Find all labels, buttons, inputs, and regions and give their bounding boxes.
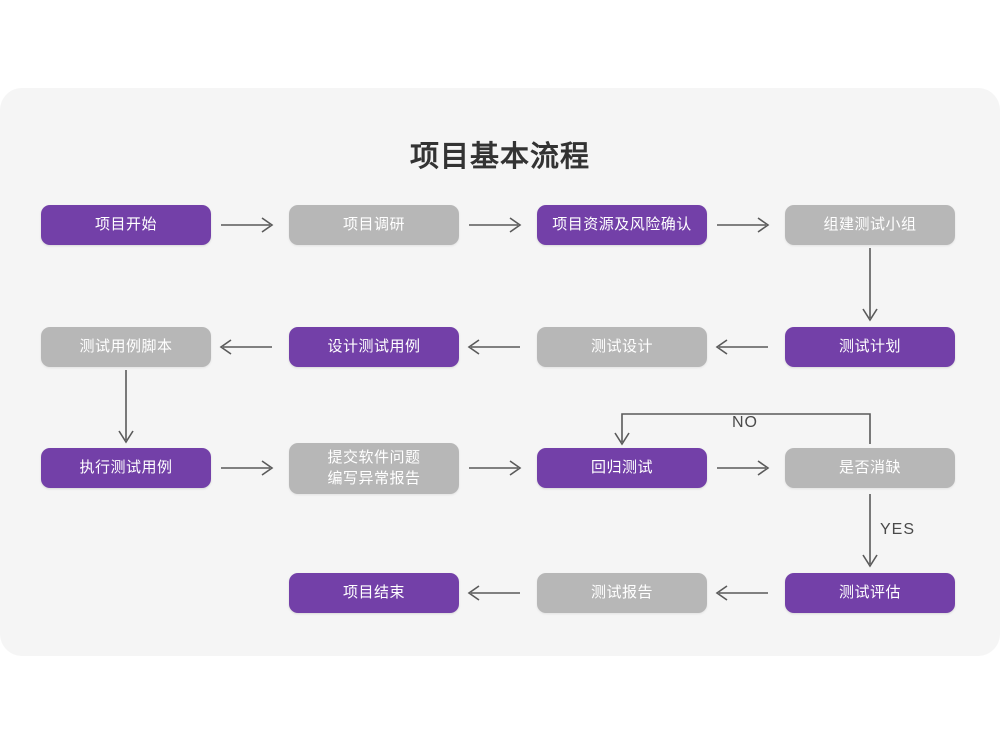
edge-evaluation-to-test-report — [715, 585, 768, 601]
page-title: 项目基本流程 — [409, 141, 590, 173]
node-execute-test-cases[interactable]: 执行测试用例 — [41, 448, 211, 488]
node-test-plan[interactable]: 测试计划 — [785, 327, 955, 367]
node-test-report[interactable]: 测试报告 — [537, 573, 707, 613]
node-resource-risk-confirm[interactable]: 项目资源及风险确认 — [537, 205, 707, 245]
node-project-start[interactable]: 项目开始 — [41, 205, 211, 245]
edge-research-to-resource-risk — [469, 217, 522, 233]
edge-design-cases-to-case-scripts — [219, 339, 272, 355]
node-submit-issues-write-report[interactable]: 提交软件问题 编写异常报告 — [289, 443, 459, 494]
edge-execute-cases-to-submit-issues — [221, 460, 274, 476]
node-test-design[interactable]: 测试设计 — [537, 327, 707, 367]
node-regression-test[interactable]: 回归测试 — [537, 448, 707, 488]
node-defect-resolved-check[interactable]: 是否消缺 — [785, 448, 955, 488]
edge-regression-to-defect-check — [717, 460, 770, 476]
flowchart-card — [0, 88, 1000, 656]
node-build-test-team[interactable]: 组建测试小组 — [785, 205, 955, 245]
edge-test-report-to-project-end — [467, 585, 520, 601]
edge-resource-risk-to-build-team — [717, 217, 770, 233]
edge-build-team-to-test-plan — [862, 248, 878, 322]
edge-test-design-to-design-cases — [467, 339, 520, 355]
edge-defect-check-yes-to-evaluation — [862, 494, 878, 568]
node-test-evaluation[interactable]: 测试评估 — [785, 573, 955, 613]
edge-test-plan-to-test-design — [715, 339, 768, 355]
node-project-research[interactable]: 项目调研 — [289, 205, 459, 245]
edge-label-no: NO — [732, 414, 758, 431]
node-project-end[interactable]: 项目结束 — [289, 573, 459, 613]
edge-label-yes: YES — [880, 521, 916, 538]
node-design-test-cases[interactable]: 设计测试用例 — [289, 327, 459, 367]
node-test-case-scripts[interactable]: 测试用例脚本 — [41, 327, 211, 367]
edge-project-start-to-research — [221, 217, 274, 233]
edge-case-scripts-to-execute-cases — [118, 370, 134, 444]
edge-submit-issues-to-regression — [469, 460, 522, 476]
